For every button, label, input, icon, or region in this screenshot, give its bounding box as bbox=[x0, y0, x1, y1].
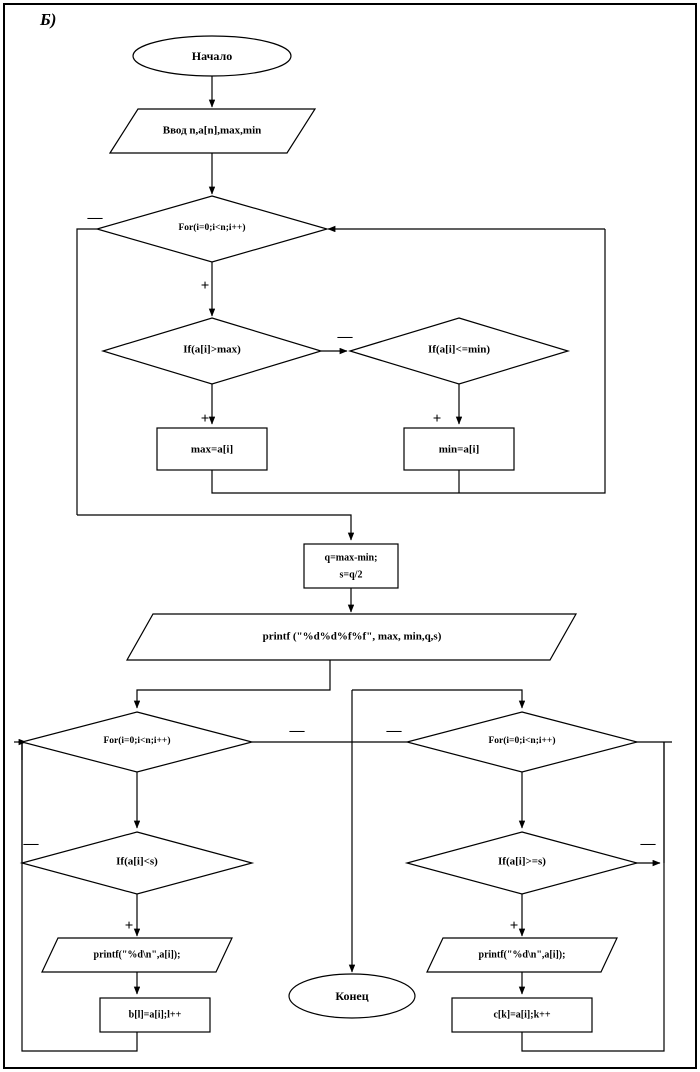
node-start[interactable]: Начало bbox=[132, 35, 292, 77]
node-if-min-label: If(a[i]<=min) bbox=[428, 344, 490, 356]
node-input-label: Ввод n,a[n],max,min bbox=[163, 125, 262, 137]
edge-maxassign-loopback bbox=[211, 225, 606, 494]
node-qs-label-1: q=max-min; bbox=[325, 552, 378, 563]
node-for1-label: For(i=0;i<n;i++) bbox=[178, 222, 245, 233]
node-b-assign-label: b[l]=a[i];l++ bbox=[129, 1009, 182, 1020]
node-for2-label: For(i=0;i<n;i++) bbox=[103, 735, 170, 746]
sign-ifmax-minus: — bbox=[337, 329, 354, 345]
node-input[interactable]: Ввод n,a[n],max,min bbox=[108, 108, 317, 154]
node-if-ge[interactable]: If(a[i]>=s) bbox=[404, 831, 640, 895]
sign-ifmax-plus: + bbox=[201, 411, 210, 427]
node-end-label: Конец bbox=[335, 989, 368, 1003]
node-b-assign[interactable]: b[l]=a[i];l++ bbox=[99, 997, 211, 1033]
node-c-assign[interactable]: c[k]=a[i];k++ bbox=[451, 997, 593, 1033]
node-end[interactable]: Конец bbox=[288, 973, 416, 1019]
node-c-assign-label: c[k]=a[i];k++ bbox=[493, 1009, 550, 1020]
node-if-ge-label: If(a[i]>=s) bbox=[498, 856, 546, 868]
sign-for2-minus: — bbox=[289, 723, 306, 739]
node-if-max[interactable]: If(a[i]>max) bbox=[100, 317, 324, 385]
node-qs-label-2: s=q/2 bbox=[340, 569, 363, 580]
node-print-all-label: printf ("%d%d%f%f", max, min,q,s) bbox=[263, 631, 442, 643]
sign-for3-minus: — bbox=[386, 723, 403, 739]
edge-printall-split-left bbox=[133, 660, 331, 709]
node-print-b-label: printf("%d\n",a[i]); bbox=[94, 949, 181, 960]
sign-for1-minus: — bbox=[87, 210, 104, 226]
sign-ifge-minus: — bbox=[640, 836, 657, 852]
sign-iflt-plus: + bbox=[125, 918, 134, 934]
node-print-b[interactable]: printf("%d\n",a[i]); bbox=[41, 937, 233, 973]
sign-ifmin-plus: + bbox=[433, 411, 442, 427]
node-max-assign-label: max=a[i] bbox=[191, 444, 233, 456]
page-corner-label: Б) bbox=[39, 10, 56, 29]
sign-iflt-minus: — bbox=[23, 836, 40, 852]
node-min-assign[interactable]: min=a[i] bbox=[403, 427, 515, 471]
page-border bbox=[3, 3, 697, 1069]
node-if-lt[interactable]: If(a[i]<s) bbox=[19, 831, 255, 895]
node-for3-label: For(i=0;i<n;i++) bbox=[488, 735, 555, 746]
node-for1[interactable]: For(i=0;i<n;i++) bbox=[94, 195, 330, 263]
edge-loopexit-to-qs bbox=[77, 514, 355, 541]
edge-printall-split-right bbox=[352, 689, 526, 709]
node-qs[interactable]: q=max-min; s=q/2 bbox=[303, 543, 399, 589]
node-print-c[interactable]: printf("%d\n",a[i]); bbox=[426, 937, 618, 973]
node-min-assign-label: min=a[i] bbox=[439, 444, 480, 456]
edge-for3-minus-to-end bbox=[348, 690, 407, 973]
node-print-all[interactable]: printf ("%d%d%f%f", max, min,q,s) bbox=[125, 613, 578, 661]
edge-cassign-bottom-loopback bbox=[521, 742, 665, 1052]
node-if-lt-label: If(a[i]<s) bbox=[116, 856, 158, 868]
edge-for1-minus-exit bbox=[76, 228, 97, 515]
sign-ifge-plus: + bbox=[510, 918, 519, 934]
edge-bassign-bottom-loopback bbox=[21, 742, 138, 1052]
node-max-assign[interactable]: max=a[i] bbox=[156, 427, 268, 471]
node-for2[interactable]: For(i=0;i<n;i++) bbox=[19, 711, 255, 773]
node-start-label: Начало bbox=[192, 49, 232, 63]
node-for3[interactable]: For(i=0;i<n;i++) bbox=[404, 711, 640, 773]
node-print-c-label: printf("%d\n",a[i]); bbox=[479, 949, 566, 960]
node-if-min[interactable]: If(a[i]<=min) bbox=[347, 317, 571, 385]
node-if-max-label: If(a[i]>max) bbox=[183, 344, 241, 356]
sign-for1-plus: + bbox=[201, 278, 210, 294]
